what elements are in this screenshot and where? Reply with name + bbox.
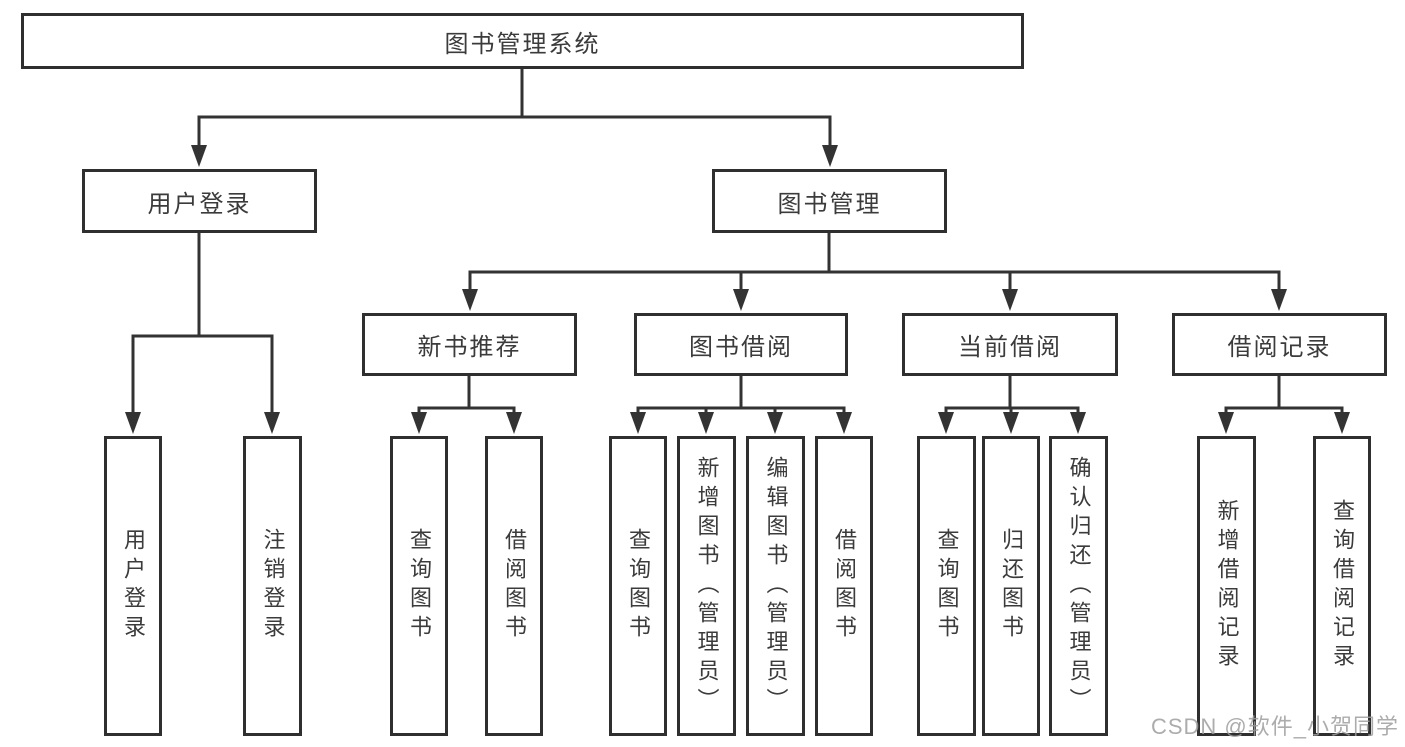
node-label: 编辑图书（管理员） [763, 455, 789, 717]
csdn-watermark: CSDN @软件_小贺同学 [1150, 714, 1399, 739]
leaf-query-books-current: 查询图书 [917, 436, 976, 736]
leaf-borrow-books-borrow: 借阅图书 [815, 436, 873, 736]
node-book-borrow: 图书借阅 [634, 313, 848, 376]
leaf-confirm-return-admin: 确认归还（管理员） [1049, 436, 1108, 736]
leaf-add-book-admin: 新增图书（管理员） [677, 436, 736, 736]
node-label: 查询图书 [934, 528, 960, 644]
leaf-query-borrow-record: 查询借阅记录 [1313, 436, 1371, 736]
node-label: 新书推荐 [417, 334, 522, 361]
leaf-edit-book-admin: 编辑图书（管理员） [746, 436, 805, 736]
leaf-add-borrow-record: 新增借阅记录 [1197, 436, 1256, 736]
node-root: 图书管理系统 [21, 13, 1024, 69]
node-label: 借阅记录 [1227, 334, 1332, 361]
node-user-login: 用户登录 [82, 169, 317, 233]
leaf-return-book: 归还图书 [982, 436, 1040, 736]
node-label: 新增图书（管理员） [694, 455, 720, 717]
node-new-books: 新书推荐 [362, 313, 577, 376]
leaf-query-books-borrow: 查询图书 [609, 436, 667, 736]
node-label: 确认归还（管理员） [1066, 455, 1092, 717]
node-label: 借阅图书 [502, 528, 527, 644]
leaf-logout: 注销登录 [243, 436, 302, 736]
node-label: 查询图书 [626, 528, 651, 644]
node-label: 新增借阅记录 [1214, 499, 1240, 673]
node-label: 当前借阅 [958, 334, 1062, 361]
node-label: 图书管理 [777, 190, 882, 218]
node-label: 查询借阅记录 [1330, 499, 1355, 673]
node-borrow-records: 借阅记录 [1172, 313, 1387, 376]
node-label: 图书借阅 [689, 334, 793, 361]
node-book-mgmt: 图书管理 [712, 169, 947, 233]
node-current-borrow: 当前借阅 [902, 313, 1118, 376]
node-label: 借阅图书 [832, 528, 857, 644]
node-label: 查询图书 [407, 528, 432, 644]
leaf-query-books-newbooks: 查询图书 [390, 436, 448, 736]
leaf-user-login: 用户登录 [104, 436, 162, 736]
node-label: 注销登录 [260, 528, 286, 644]
node-label: 用户登录 [147, 190, 252, 218]
node-label: 图书管理系统 [444, 30, 601, 58]
node-label: 用户登录 [121, 528, 146, 644]
leaf-borrow-books-newbooks: 借阅图书 [485, 436, 543, 736]
node-label: 归还图书 [999, 528, 1024, 644]
